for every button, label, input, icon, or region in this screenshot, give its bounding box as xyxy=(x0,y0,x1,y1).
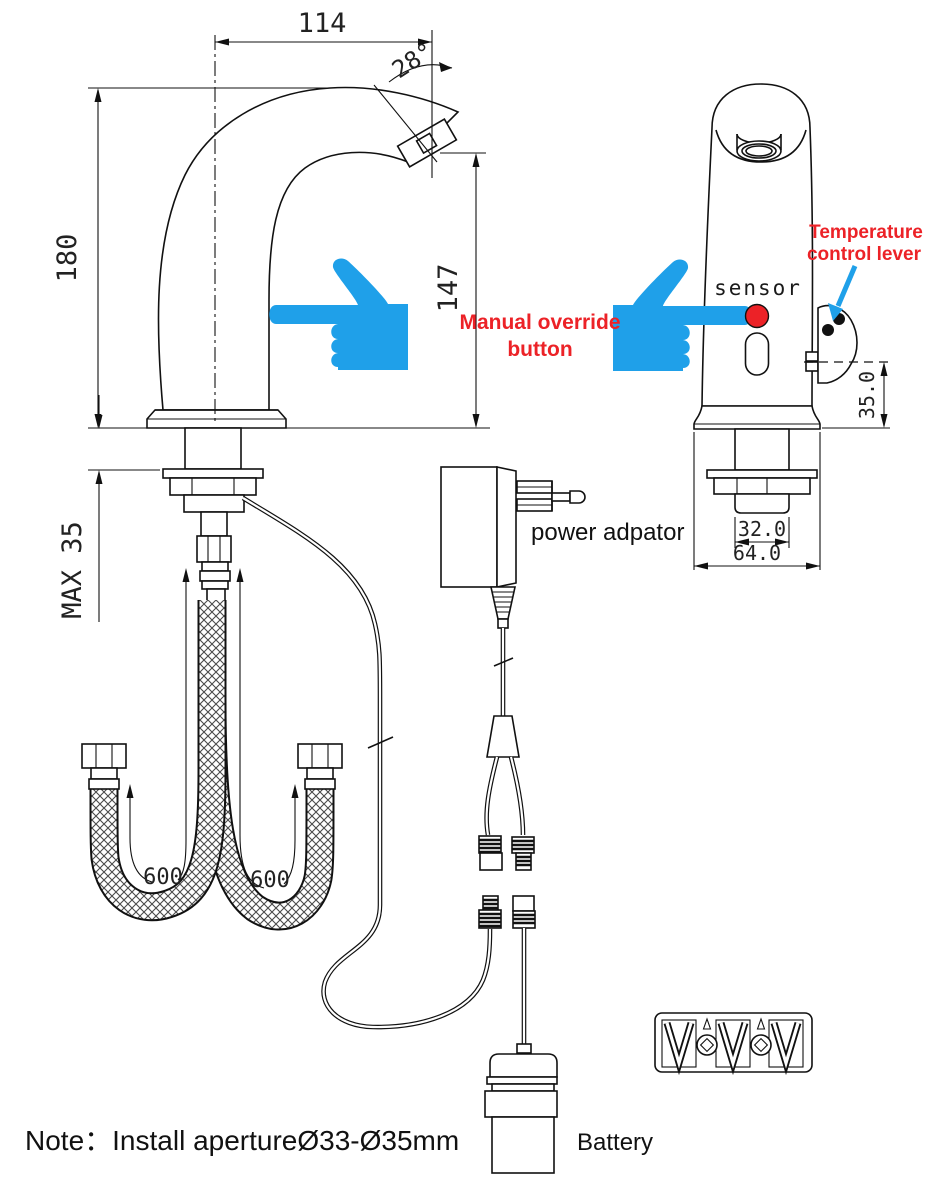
install-note: Note：Install apertureØ33-Ø35mm xyxy=(25,1125,459,1156)
side-view-faucet xyxy=(146,35,460,603)
manual-override-button xyxy=(744,303,770,329)
dim-angle: 28° xyxy=(387,37,439,84)
dim-shank-width: 32.0 xyxy=(738,517,786,541)
power-adapter: power adpator xyxy=(440,466,684,836)
temp-callout-line1: Temperature xyxy=(809,222,923,243)
screw-icon xyxy=(750,1017,772,1056)
battery-slot xyxy=(661,1019,697,1076)
front-view-controls: sensor xyxy=(714,276,889,384)
pointing-hand-left-icon xyxy=(269,258,408,370)
temp-callout-arrow xyxy=(835,265,858,307)
battery-slot xyxy=(715,1019,751,1076)
cable-connectors xyxy=(478,835,536,929)
power-adapter-label: power adpator xyxy=(531,519,684,546)
dim-width: 114 xyxy=(298,8,347,39)
side-view-dimensions: 114 28° 180 147 MAX 35 xyxy=(52,8,490,622)
override-callout-line1: Manual override xyxy=(459,311,620,334)
hose-length-left: 600 xyxy=(143,865,183,890)
dim-sensor-height: 147 xyxy=(433,264,464,313)
manual-override-callout: Manual override button xyxy=(459,311,620,361)
override-callout-line2: button xyxy=(507,338,572,361)
hose-connector-right xyxy=(297,743,343,790)
temperature-callout: Temperature control lever xyxy=(807,222,923,321)
dim-base-width: 64.0 xyxy=(733,541,781,565)
plug-pin xyxy=(569,490,586,504)
temp-callout-line2: control lever xyxy=(807,244,922,265)
sensor-cable xyxy=(241,496,493,1030)
cable-splitter xyxy=(486,715,520,758)
dim-height: 180 xyxy=(52,234,83,283)
spout-aerator xyxy=(396,118,458,168)
hose-connector-left xyxy=(81,743,127,790)
supply-hoses: 600 600 xyxy=(81,568,343,931)
hose-length-right: 600 xyxy=(250,868,290,893)
front-view-faucet xyxy=(693,83,821,514)
battery-label: Battery xyxy=(577,1129,653,1156)
temperature-control-lever xyxy=(805,304,858,384)
screw-icon xyxy=(696,1017,718,1056)
pointing-hand-right-icon xyxy=(613,259,752,371)
dim-deck-max: MAX 35 xyxy=(57,521,88,619)
battery-compartment xyxy=(654,1012,813,1076)
dim-lever-height: 35.0 xyxy=(855,371,879,419)
sensor-window xyxy=(744,332,770,376)
sensor-marking: sensor xyxy=(714,276,802,300)
front-view-dimensions: 35.0 32.0 64.0 xyxy=(693,362,890,570)
battery: Battery xyxy=(484,928,653,1174)
